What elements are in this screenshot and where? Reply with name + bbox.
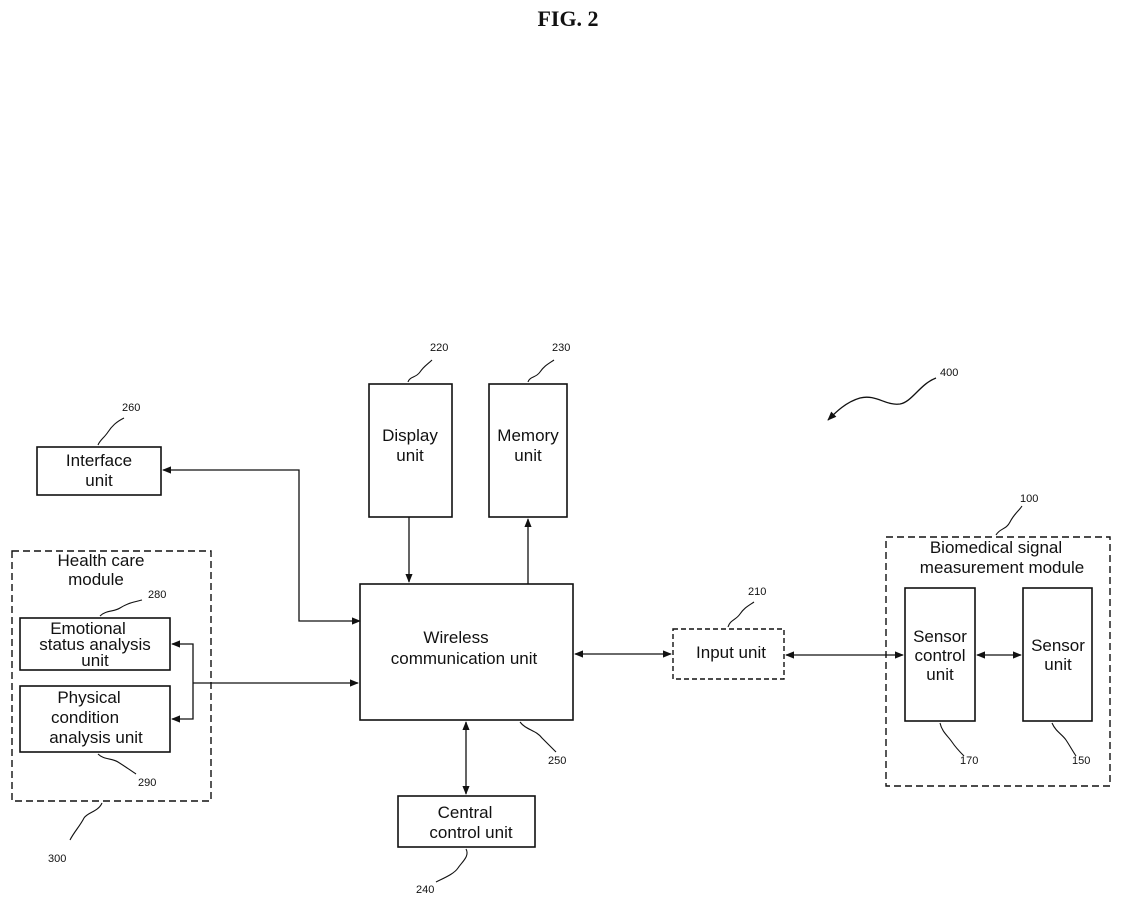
sensor-unit-block: Sensor unit bbox=[1023, 588, 1092, 721]
wireless-unit-label-1: Wireless bbox=[423, 628, 488, 647]
display-unit-label-1: Display bbox=[382, 426, 438, 445]
leader-300 bbox=[70, 803, 102, 840]
ref-230: 230 bbox=[552, 342, 570, 354]
sensor-control-label-2: control bbox=[914, 646, 965, 665]
ref-170: 170 bbox=[960, 755, 978, 767]
ref-250: 250 bbox=[548, 755, 566, 767]
ref-280: 280 bbox=[148, 589, 166, 601]
sensor-unit-label-1: Sensor bbox=[1031, 636, 1085, 655]
ref-300: 300 bbox=[48, 853, 66, 865]
ref-290: 290 bbox=[138, 777, 156, 789]
leader-230 bbox=[528, 360, 554, 382]
physical-condition-analysis-unit-block: Physical condition analysis unit bbox=[20, 686, 170, 752]
leader-210 bbox=[728, 602, 754, 627]
leader-220 bbox=[408, 360, 432, 382]
emotional-unit-label-3: unit bbox=[81, 651, 109, 670]
central-unit-label-1: Central bbox=[438, 803, 493, 822]
sensor-unit-label-2: unit bbox=[1044, 655, 1072, 674]
ref-260: 260 bbox=[122, 402, 140, 414]
sensor-control-label-1: Sensor bbox=[913, 627, 967, 646]
central-control-unit-block: Central control unit bbox=[398, 796, 535, 847]
bio-module-label-2: measurement module bbox=[920, 558, 1084, 577]
system-400-arrow bbox=[828, 378, 936, 420]
health-module-label-2: module bbox=[68, 570, 124, 589]
leader-260 bbox=[98, 418, 124, 445]
analysis-units-connector bbox=[172, 644, 193, 719]
ref-240: 240 bbox=[416, 884, 434, 896]
physical-unit-label-2: condition bbox=[51, 708, 119, 727]
leader-240 bbox=[436, 849, 467, 882]
leader-290 bbox=[98, 754, 136, 774]
sensor-control-unit-block: Sensor control unit bbox=[905, 588, 975, 721]
wireless-communication-unit-block: Wireless communication unit bbox=[360, 584, 573, 720]
health-module-label-1: Health care bbox=[58, 551, 145, 570]
leader-280 bbox=[100, 600, 142, 616]
memory-unit-block: Memory unit bbox=[489, 384, 567, 517]
ref-400: 400 bbox=[940, 367, 958, 379]
physical-unit-label-3: analysis unit bbox=[49, 728, 143, 747]
emotional-status-analysis-unit-block: Emotional status analysis unit bbox=[20, 618, 170, 670]
leader-250 bbox=[520, 722, 556, 752]
display-unit-label-2: unit bbox=[396, 446, 424, 465]
interface-unit-label-2: unit bbox=[85, 471, 113, 490]
interface-unit-label-1: Interface bbox=[66, 451, 132, 470]
leader-170 bbox=[940, 723, 964, 756]
display-unit-block: Display unit bbox=[369, 384, 452, 517]
interface-wireless-connector bbox=[163, 470, 360, 621]
physical-unit-label-1: Physical bbox=[57, 688, 120, 707]
ref-220: 220 bbox=[430, 342, 448, 354]
input-unit-block: Input unit bbox=[673, 629, 784, 679]
memory-unit-label-2: unit bbox=[514, 446, 542, 465]
leader-100 bbox=[996, 506, 1022, 535]
bio-module-label-1: Biomedical signal bbox=[930, 538, 1062, 557]
interface-unit-block: Interface unit bbox=[37, 447, 161, 495]
leader-150 bbox=[1052, 723, 1076, 756]
input-unit-label: Input unit bbox=[696, 643, 766, 662]
ref-210: 210 bbox=[748, 586, 766, 598]
wireless-unit-label-2: communication unit bbox=[391, 649, 538, 668]
sensor-control-label-3: unit bbox=[926, 665, 954, 684]
central-unit-label-2: control unit bbox=[429, 823, 512, 842]
memory-unit-label-1: Memory bbox=[497, 426, 559, 445]
ref-150: 150 bbox=[1072, 755, 1090, 767]
ref-100: 100 bbox=[1020, 493, 1038, 505]
